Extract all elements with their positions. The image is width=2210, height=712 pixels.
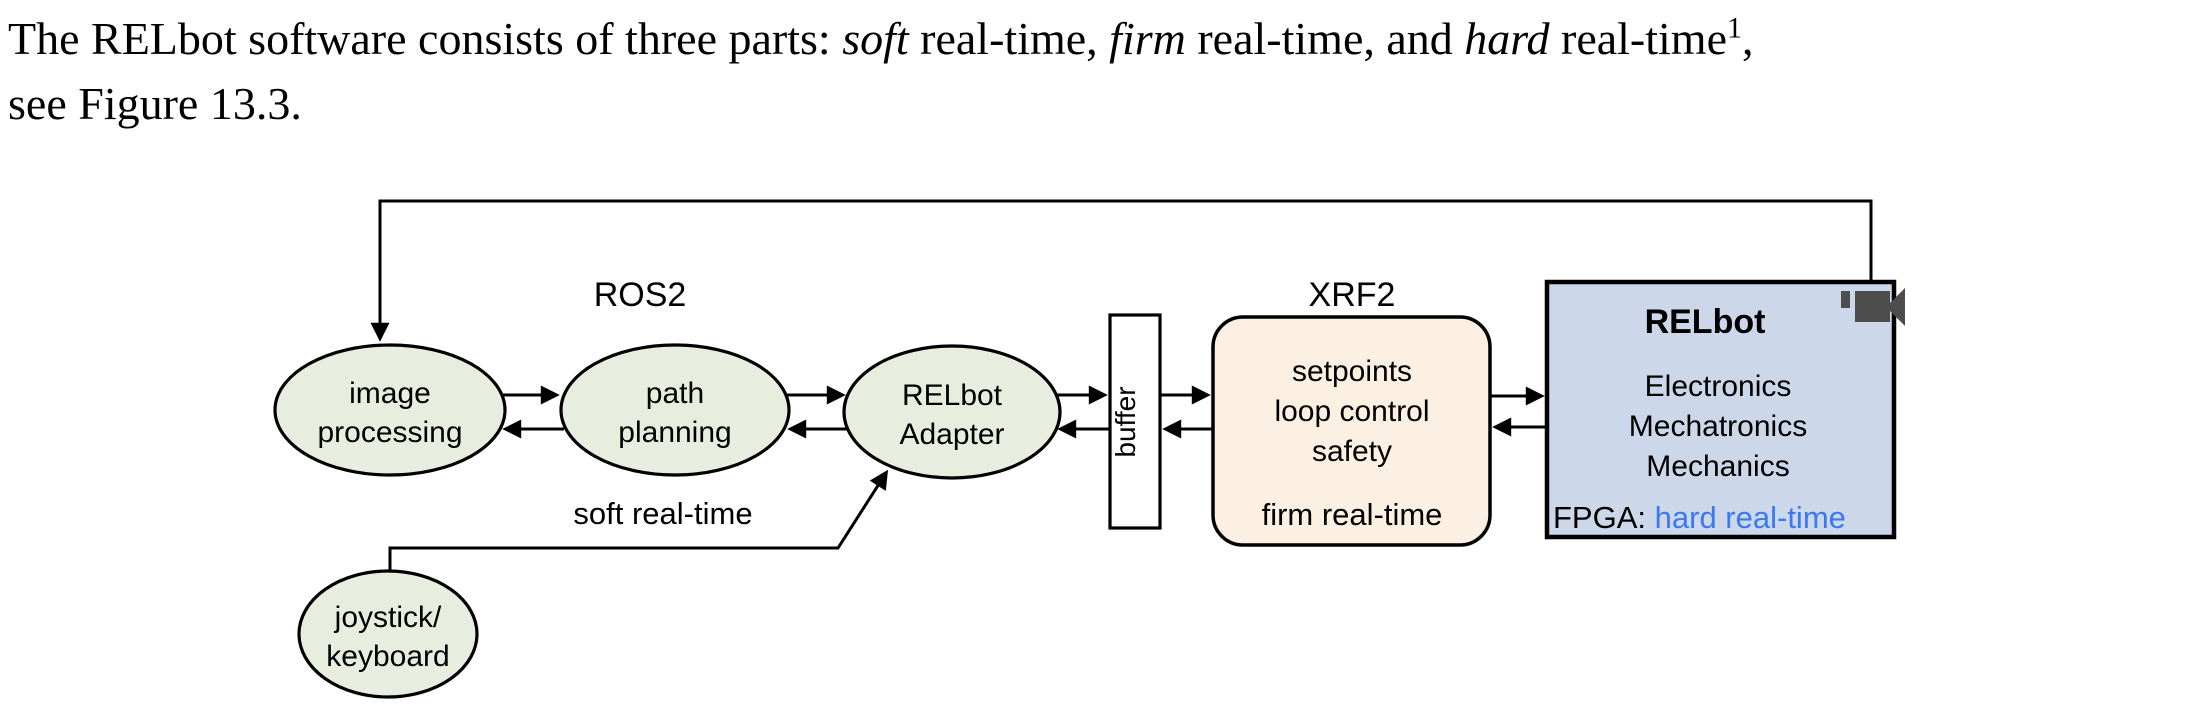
node-relbot-adapter-label-line2: Adapter xyxy=(899,418,1004,451)
italic-firm: firm xyxy=(1109,13,1186,64)
node-joystick-keyboard-label-line1: joystick/ xyxy=(334,601,442,634)
xrf2-box-line3: safety xyxy=(1312,435,1392,468)
node-joystick-keyboard-label-line2: keyboard xyxy=(326,640,449,673)
footnote-superscript: 1 xyxy=(1727,11,1743,45)
text-segment: The RELbot software consists of three pa… xyxy=(8,13,843,64)
paragraph-line-2: see Figure 13.3. xyxy=(8,78,302,129)
text-segment: , xyxy=(1742,13,1754,64)
buffer-box xyxy=(1108,313,1162,530)
relbot-box-line2: Mechatronics xyxy=(1629,410,1807,443)
xrf2-box-line2: loop control xyxy=(1274,395,1429,428)
fpga-label: FPGA: hard real-time xyxy=(1553,500,1846,535)
node-path-planning-label-line1: path xyxy=(646,377,704,410)
italic-hard: hard xyxy=(1464,13,1550,64)
soft-realtime-label: soft real-time xyxy=(573,496,752,531)
firm-realtime-label: firm real-time xyxy=(1262,497,1443,532)
text-segment: real-time, xyxy=(908,13,1110,64)
node-relbot-adapter-label-line1: RELbot xyxy=(902,379,1003,412)
relbot-box-line3: Mechanics xyxy=(1646,450,1789,483)
node-relbot-adapter xyxy=(842,344,1062,480)
relbot-box-title: RELbot xyxy=(1645,303,1766,341)
node-image-processing-label-line1: image xyxy=(349,377,431,410)
buffer-label: buffer xyxy=(1110,386,1141,457)
xrf2-label: XRF2 xyxy=(1309,276,1396,314)
node-path-planning-label-line2: planning xyxy=(618,416,731,449)
feedback-wire-camera-to-image-processing xyxy=(370,199,1873,342)
ros2-label: ROS2 xyxy=(594,276,687,314)
intro-paragraph: The RELbot software consists of three pa… xyxy=(8,6,2208,136)
node-image-processing-label-line2: processing xyxy=(317,416,462,449)
xrf2-box xyxy=(1211,315,1492,547)
fpga-prefix: FPGA: xyxy=(1553,500,1655,535)
video-camera-icon xyxy=(1841,288,1905,326)
xrf2-box-line1: setpoints xyxy=(1292,355,1412,388)
text-segment: real-time, and xyxy=(1185,13,1465,64)
node-path-planning xyxy=(559,343,791,477)
node-image-processing xyxy=(273,343,507,477)
text-segment: real-time xyxy=(1549,13,1728,64)
paragraph-line-1: The RELbot software consists of three pa… xyxy=(8,6,2208,71)
hard-realtime-label: hard real-time xyxy=(1655,500,1846,535)
wire-joystick-to-adapter xyxy=(388,469,889,572)
relbot-box-line1: Electronics xyxy=(1645,370,1792,403)
relbot-box xyxy=(1544,279,1897,540)
italic-soft: soft xyxy=(842,13,909,64)
node-joystick-keyboard xyxy=(297,569,479,699)
